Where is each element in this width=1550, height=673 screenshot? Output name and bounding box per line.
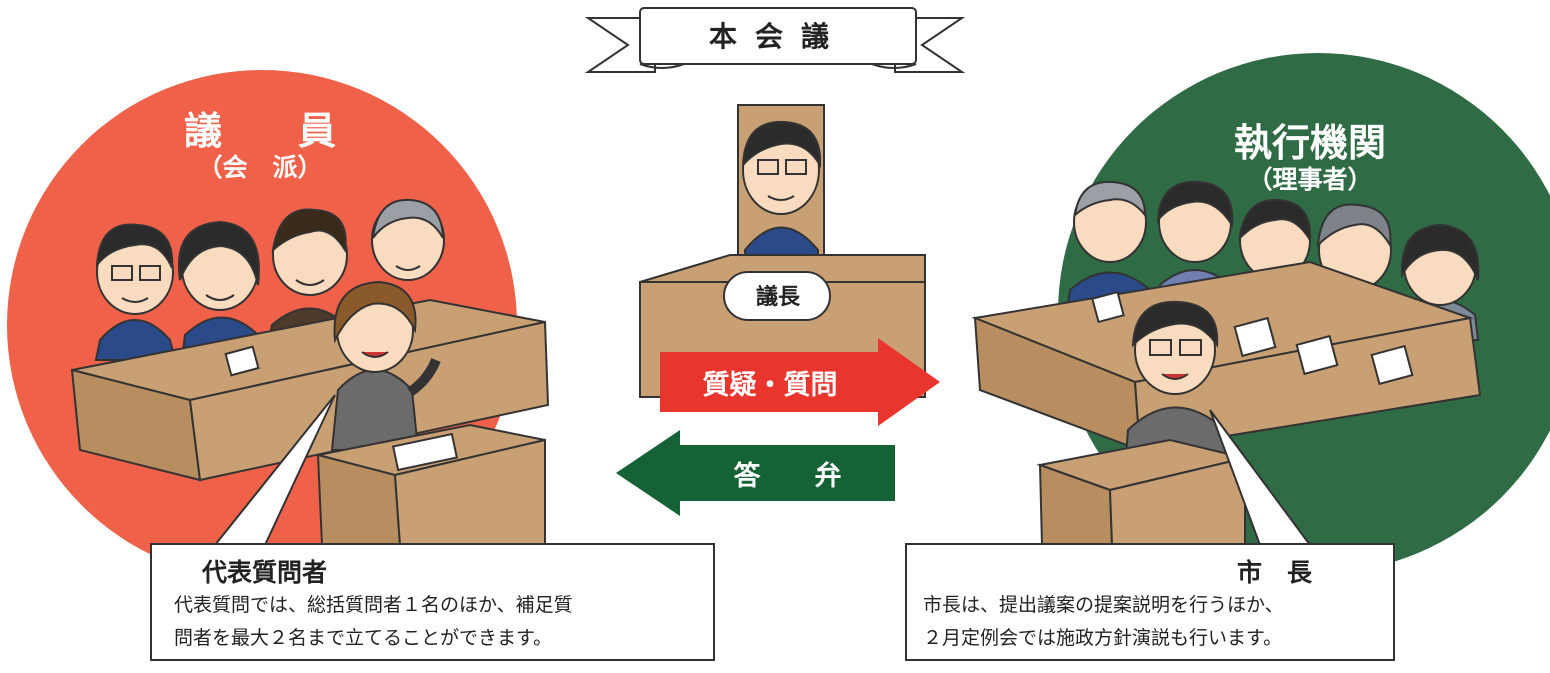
mayor-text: 市長は、提出議案の提案説明を行うほか、 ２月定例会では施政方針演説も行います。	[923, 589, 1393, 655]
answer-arrow-label: 答 弁	[733, 460, 842, 492]
mayor-heading: 市 長	[1237, 558, 1313, 587]
question-arrow-label: 質疑・質問	[702, 369, 838, 401]
representative-line-2: 問者を最大２名まで立てることができます。	[174, 627, 553, 649]
banner-ribbon	[584, 7, 966, 73]
representative-callout: 代表質問者 代表質問では、総括質問者１名のほか、補足質 問者を最大２名まで立てる…	[150, 543, 715, 661]
representative-text: 代表質問では、総括質問者１名のほか、補足質 問者を最大２名まで立てることができま…	[174, 589, 713, 655]
chair-label: 議長	[755, 285, 800, 310]
representative-line-1: 代表質問では、総括質問者１名のほか、補足質	[174, 594, 573, 616]
question-arrow	[660, 338, 940, 426]
council-title: 議 員	[183, 109, 336, 153]
answer-arrow	[616, 430, 895, 516]
banner-title: 本会議	[708, 20, 847, 53]
mayor-line-2: ２月定例会では施政方針演説も行います。	[923, 627, 1283, 649]
council-members-illustration	[70, 198, 550, 546]
mayor-callout: 市 長 市長は、提出議案の提案説明を行うほか、 ２月定例会では施政方針演説も行い…	[905, 543, 1395, 661]
executive-subtitle: （理事者）	[1247, 165, 1373, 194]
executive-title: 執行機関	[1233, 121, 1386, 165]
council-subtitle: （会 派）	[197, 153, 323, 182]
mayor-line-1: 市長は、提出議案の提案説明を行うほか、	[923, 594, 1284, 616]
representative-heading: 代表質問者	[202, 558, 328, 587]
